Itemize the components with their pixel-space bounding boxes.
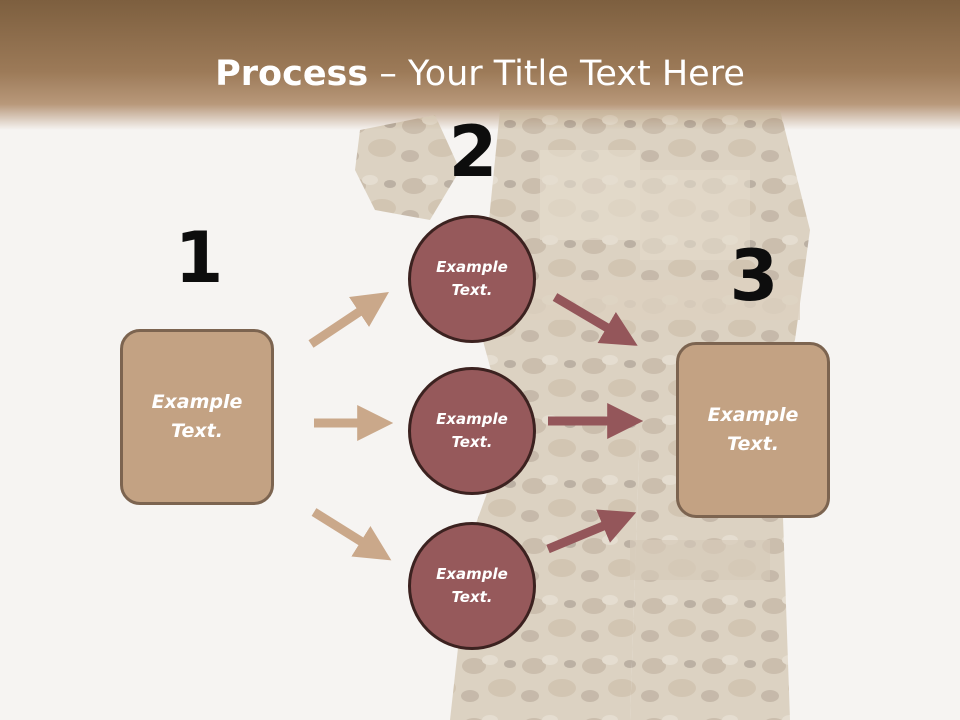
- title-banner: [0, 0, 960, 130]
- step-number-1: 1: [174, 217, 224, 299]
- arrow-2c-to-3: [546, 509, 637, 554]
- step-number-3: 3: [729, 235, 779, 317]
- step-3-label: Example Text.: [707, 404, 799, 455]
- page-title: Process – Your Title Text Here: [0, 52, 960, 96]
- title-rest: – Your Title Text Here: [368, 54, 745, 94]
- arrow-2a-to-3: [552, 293, 638, 346]
- step-1-box: Example Text.: [120, 329, 274, 505]
- step-number-2: 2: [448, 111, 498, 193]
- step-2-circle-label: Example Text.: [436, 410, 508, 451]
- step-2-circle-top: Example Text.: [408, 215, 536, 343]
- step-2-circle-label: Example Text.: [436, 565, 508, 606]
- arrow-1-to-2a: [308, 292, 389, 348]
- step-1-label: Example Text.: [151, 391, 243, 442]
- step-2-circle-bottom: Example Text.: [408, 522, 536, 650]
- step-2-circle-label: Example Text.: [436, 258, 508, 299]
- arrow-1-to-2c: [311, 508, 392, 561]
- step-2-circle-middle: Example Text.: [408, 367, 536, 495]
- step-3-box: Example Text.: [676, 342, 830, 518]
- title-bold: Process: [215, 54, 369, 94]
- background-figure-image: [355, 110, 810, 720]
